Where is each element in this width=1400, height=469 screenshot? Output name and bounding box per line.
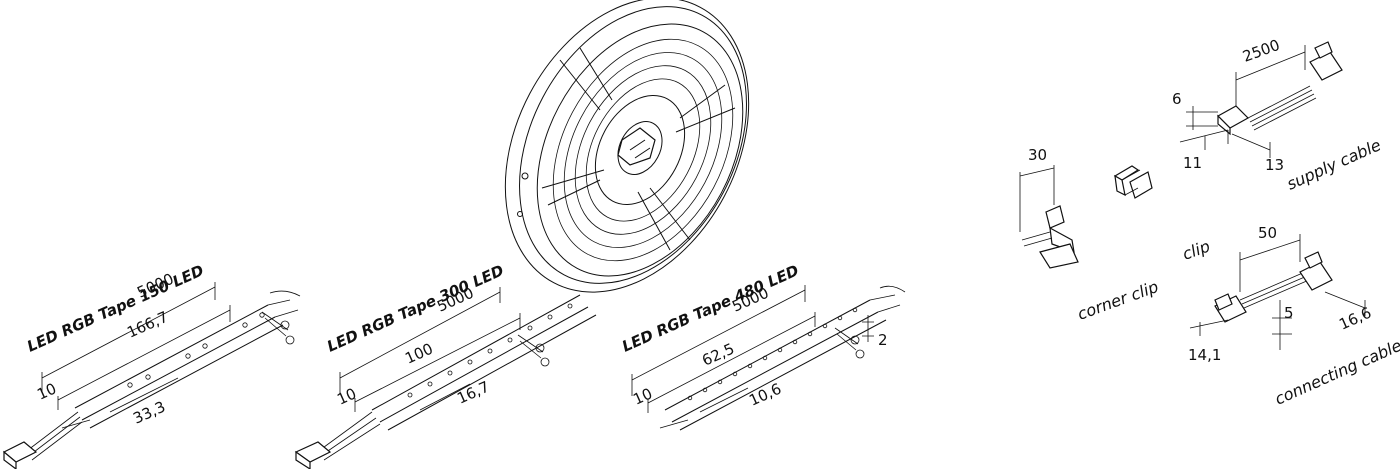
tape-480-offset: 10 [630,384,655,408]
supply-cable-width: 11 [1183,154,1202,172]
clip: clip [1113,165,1213,264]
tape-150-segment: 33,3 [130,398,168,428]
tape-480-thickness: 2 [878,331,888,349]
tape-150-led: LED RGB Tape 150 LED 5000 166,7 10 33,3 [2,261,301,469]
supply-cable-label: supply cable [1284,135,1384,193]
connecting-cable-label: connecting cable [1272,336,1400,409]
supply-cable: 2500 6 11 13 supply cable [1172,36,1384,194]
connecting-cable: 50 5 14,1 16,6 connecting cable [1188,224,1400,409]
scissors-icon [834,327,865,359]
tape-300-segment: 16,7 [454,378,492,408]
connecting-cable-length: 50 [1258,224,1277,242]
tape-300-title: LED RGB Tape 300 LED [324,261,506,355]
connecting-cable-width: 14,1 [1188,346,1221,364]
led-dots [407,303,573,398]
tape-300-led: LED RGB Tape 300 LED 5000 100 10 16,7 [294,261,597,469]
tape-480-pitch: 62,5 [699,340,737,370]
corner-clip-label: corner clip [1075,277,1161,324]
led-dots [687,307,858,401]
corner-clip: 30 corner clip [1019,146,1161,324]
supply-cable-depth: 13 [1265,156,1284,174]
connecting-cable-height: 5 [1284,304,1294,322]
supply-cable-length: 2500 [1240,36,1282,66]
corner-clip-dim: 30 [1028,146,1047,164]
scissors-icon [261,311,295,345]
tape-480-segment: 10,6 [746,380,784,410]
led-dots [127,312,265,388]
connecting-cable-depth: 16,6 [1336,304,1374,334]
tape-300-connector [294,411,381,469]
tape-150-offset: 10 [34,379,59,403]
tape-150-connector [2,411,83,469]
tape-150-title: LED RGB Tape 150 LED [24,261,206,355]
tape-reel [504,0,750,293]
clip-label: clip [1180,236,1213,263]
tape-150-pitch: 166,7 [124,308,171,342]
tape-480-title: LED RGB Tape 480 LED [619,261,801,355]
tape-480-led: LED RGB Tape 480 LED 5000 6 [619,261,906,431]
supply-cable-height: 6 [1172,90,1182,108]
scissors-icon [517,334,550,367]
